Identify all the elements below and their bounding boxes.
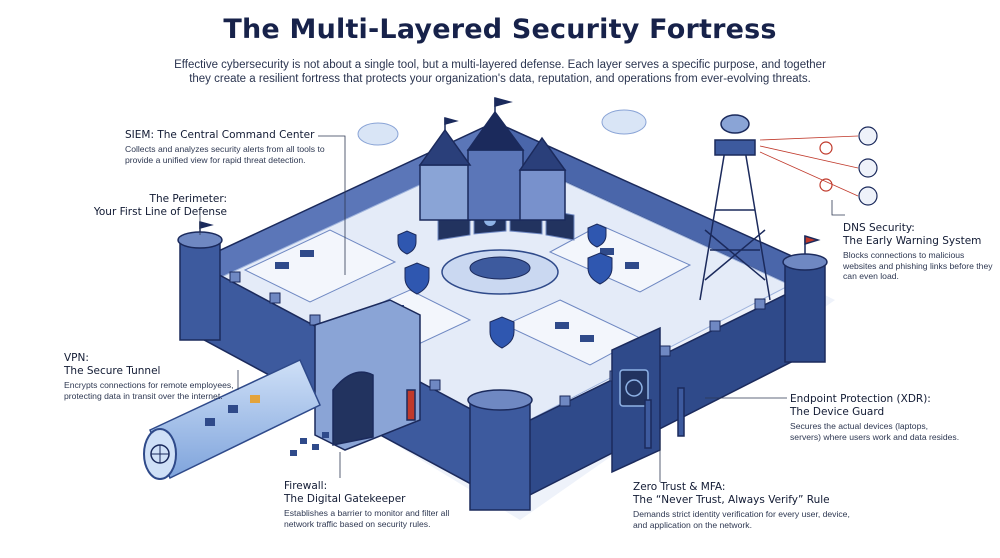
callout-endpoint: Endpoint Protection (XDR): The Device Gu… [790, 393, 960, 442]
firewall-heading: Firewall: [284, 480, 328, 492]
corner-towers [177, 221, 828, 511]
firewall-description: Establishes a barrier to monitor and fil… [284, 508, 450, 529]
command-center-core [469, 256, 531, 280]
endpoint-heading: Endpoint Protection (XDR): [790, 393, 931, 405]
dns-subheading: The Early Warning System [843, 235, 982, 247]
zero-trust-description: Demands strict identity verification for… [633, 509, 850, 530]
dns-heading: DNS Security: [843, 222, 915, 234]
siem-description: Collects and analyzes security alerts fr… [125, 144, 325, 165]
vpn-tunnel [143, 358, 321, 480]
callout-firewall: Firewall: The Digital Gatekeeper Establi… [284, 480, 454, 529]
perimeter-subheading: Your First Line of Defense [93, 206, 227, 218]
siem-heading: SIEM: The Central Command Center [125, 129, 315, 141]
perimeter-heading: The Perimeter: [149, 193, 227, 205]
callout-vpn: VPN: The Secure Tunnel Encrypts connecti… [64, 352, 239, 401]
endpoint-subheading: The Device Guard [790, 406, 885, 418]
vpn-heading: VPN: [64, 352, 89, 364]
dns-description: Blocks connections to malicious websites… [843, 250, 993, 281]
endpoint-description: Secures the actual devices (laptops, ser… [790, 421, 960, 442]
firewall-subheading: The Digital Gatekeeper [284, 493, 406, 505]
callout-zero-trust: Zero Trust & MFA: The “Never Trust, Alwa… [633, 481, 863, 530]
callout-perimeter: The Perimeter: Your First Line of Defens… [57, 193, 227, 219]
shield-icons [397, 223, 613, 349]
cloud-icons [357, 109, 647, 146]
zero-trust-panel [611, 326, 685, 474]
firewall-packets [290, 432, 329, 456]
vpn-subheading: The Secure Tunnel [64, 365, 161, 377]
vpn-description: Encrypts connections for remote employee… [64, 380, 234, 401]
dns-signal-lines [759, 135, 859, 197]
dns-threat-icons [819, 126, 878, 206]
callout-siem: SIEM: The Central Command Center Collect… [125, 129, 335, 165]
central-keep [418, 97, 567, 221]
zero-trust-subheading: The “Never Trust, Always Verify” Rule [633, 494, 830, 506]
zero-trust-heading: Zero Trust & MFA: [633, 481, 726, 493]
callout-lines [199, 135, 845, 482]
page-subtitle: Effective cybersecurity is not about a s… [174, 59, 826, 85]
gatehouse [314, 299, 421, 451]
callout-dns: DNS Security: The Early Warning System B… [843, 222, 993, 282]
page-title: The Multi-Layered Security Fortress [223, 14, 777, 45]
dns-watchtower [699, 114, 771, 301]
